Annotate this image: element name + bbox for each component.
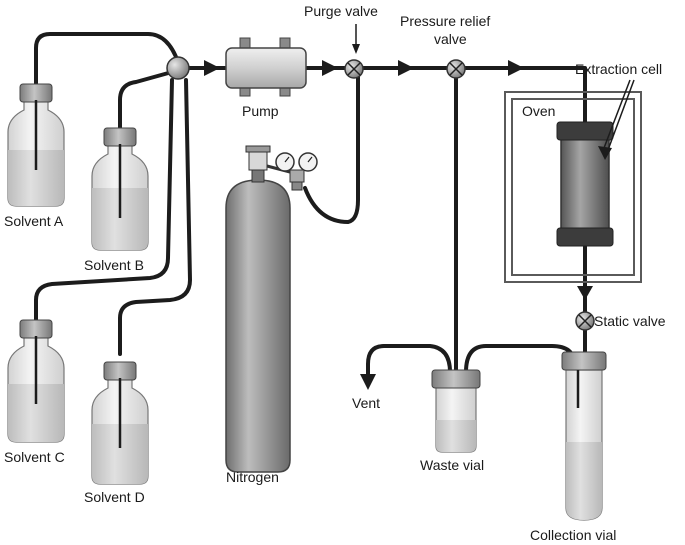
pressure-regulator	[275, 152, 318, 191]
tube-solvent-d	[118, 78, 192, 356]
label-purge-valve: Purge valve	[304, 3, 378, 19]
nitrogen-cylinder	[225, 145, 291, 473]
label-pressure-relief-line1: Pressure relief	[400, 13, 490, 29]
tube-nitrogen-purge	[303, 74, 360, 224]
waste-vial	[431, 369, 481, 453]
bottle-solvent-b	[91, 127, 149, 251]
arrow-to-purge	[322, 60, 338, 76]
label-solvent-d: Solvent D	[84, 489, 145, 505]
arrow-to-static-valve	[577, 286, 593, 300]
static-valve-symbol	[575, 311, 595, 331]
label-solvent-b: Solvent B	[84, 257, 144, 273]
mixing-tee	[166, 56, 190, 80]
label-collection-vial: Collection vial	[530, 527, 616, 543]
tube-solvent-a	[34, 32, 180, 154]
pump	[225, 37, 307, 97]
purge-valve-symbol	[344, 59, 364, 79]
label-solvent-c: Solvent C	[4, 449, 65, 465]
label-pressure-relief-line2: valve	[434, 31, 467, 47]
label-pump: Pump	[242, 103, 279, 119]
label-extraction-cell: Extraction cell	[575, 61, 662, 77]
tube-solvent-c	[34, 78, 174, 342]
extraction-cell-pointer	[598, 79, 635, 160]
tube-solvent-b	[118, 70, 174, 166]
label-solvent-a: Solvent A	[4, 213, 64, 229]
flow-arrows	[204, 60, 593, 390]
label-oven: Oven	[522, 103, 555, 119]
labels: Solvent A Solvent B Solvent C Solvent D …	[4, 3, 666, 543]
label-static-valve: Static valve	[594, 313, 666, 329]
extraction-cell	[556, 121, 614, 247]
tube-waste-collection	[464, 344, 576, 374]
collection-vial	[561, 351, 607, 521]
oven	[504, 91, 642, 283]
label-nitrogen: Nitrogen	[226, 469, 279, 485]
label-vent: Vent	[352, 395, 380, 411]
arrow-to-pump	[204, 60, 220, 76]
arrow-to-cell	[508, 60, 524, 76]
purge-valve-pointer	[352, 24, 360, 54]
label-waste-vial: Waste vial	[420, 457, 484, 473]
tube-vent	[366, 344, 452, 382]
dip-tubes	[34, 100, 122, 448]
arrow-to-relief	[398, 60, 414, 76]
pressure-relief-valve-symbol	[446, 59, 466, 79]
arrow-vent	[360, 374, 376, 390]
